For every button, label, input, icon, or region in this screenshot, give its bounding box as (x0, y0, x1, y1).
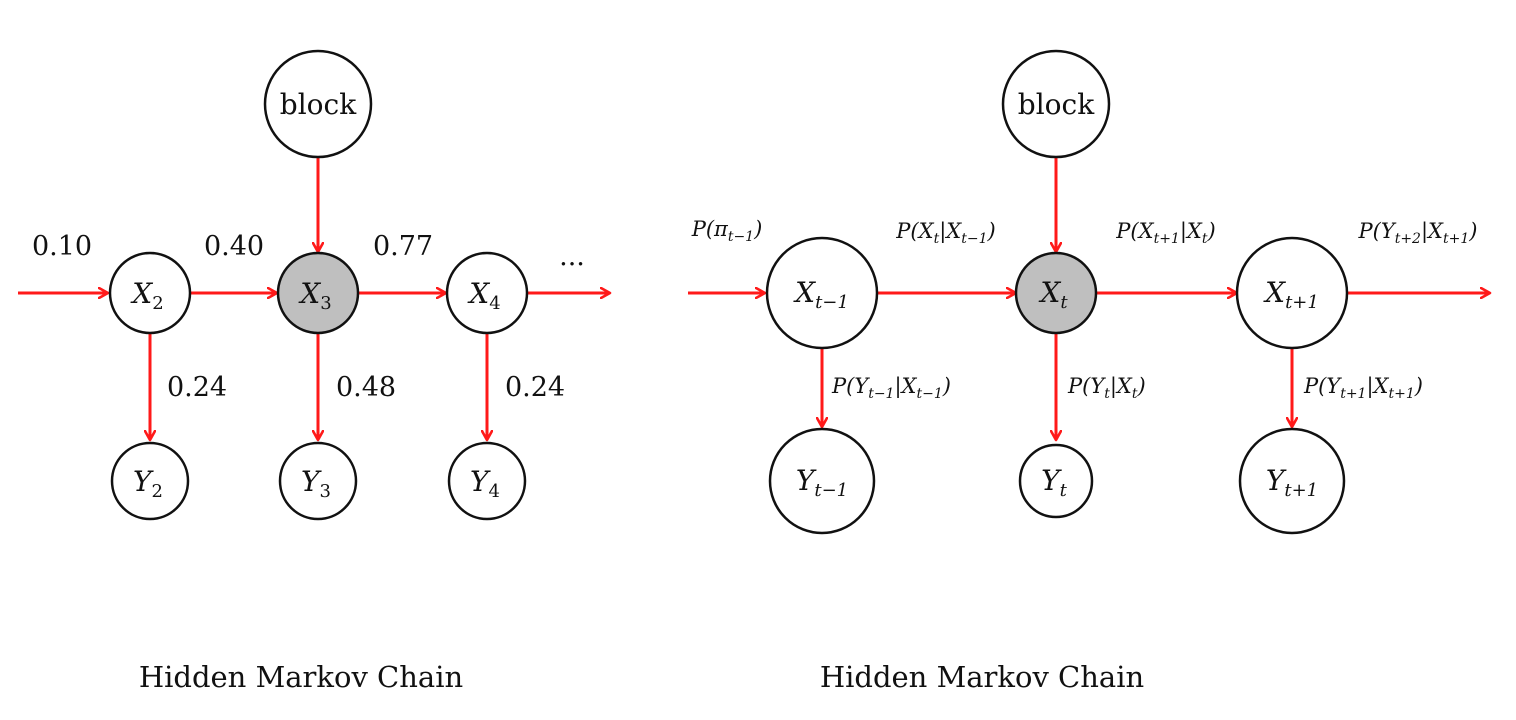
node-xt (1014, 251, 1098, 335)
node-x3-label: X3 (298, 277, 331, 314)
transition-label-3: ... (559, 241, 585, 272)
node-x2 (108, 251, 192, 335)
left-diagram: block X2 X3 X4 Y2 Y3 Y4 0.10 0.40 0.77 .… (18, 49, 610, 694)
node-y2 (110, 441, 190, 521)
node-y2-label: Y2 (133, 465, 163, 502)
node-yt-label: Yt (1041, 464, 1067, 501)
node-y3-label: Y3 (301, 465, 331, 502)
node-x4-label: X4 (467, 277, 500, 314)
node-y4 (447, 441, 527, 521)
right-caption: Hidden Markov Chain (820, 660, 1144, 694)
prob-label-x-given-xm1: P(Xt|Xt−1) (895, 219, 995, 247)
node-yt (1018, 443, 1094, 519)
node-block-right (1001, 49, 1111, 159)
left-caption: Hidden Markov Chain (139, 660, 463, 694)
prob-label-yp2-given-xp1: P(Yt+2|Xt+1) (1358, 219, 1478, 247)
node-x3 (276, 251, 360, 335)
node-xt-label: Xt (1038, 276, 1068, 313)
node-block (263, 49, 373, 159)
node-block-label: block (280, 88, 357, 121)
node-ytp1 (1238, 427, 1346, 535)
prob-label-y-given-x: P(Yt|Xt) (1067, 374, 1146, 402)
node-ytp1-label: Yt+1 (1266, 464, 1318, 501)
transition-label-1: 0.40 (204, 231, 264, 262)
prob-label-pi: P(πt−1) (691, 217, 763, 245)
node-y3 (278, 441, 358, 521)
emission-label-0: 0.24 (167, 372, 227, 403)
emission-label-1: 0.48 (336, 372, 396, 403)
transition-label-0: 0.10 (32, 231, 92, 262)
transition-label-2: 0.77 (373, 231, 433, 262)
node-xtp1 (1235, 236, 1349, 350)
node-block-right-label: block (1018, 88, 1095, 121)
node-ytm1-label: Yt−1 (796, 464, 848, 501)
right-diagram: block Xt−1 Xt Xt+1 Yt−1 Yt Yt+1 P(πt−1) … (688, 49, 1490, 694)
node-x2-label: X2 (130, 277, 163, 314)
node-ytm1 (768, 427, 876, 535)
node-xtm1-label: Xt−1 (793, 276, 849, 313)
prob-label-ym1-given-xm1: P(Yt−1|Xt−1) (831, 374, 951, 402)
node-y4-label: Y4 (470, 465, 500, 502)
node-xtm1 (765, 236, 879, 350)
node-x4 (445, 251, 529, 335)
node-xtp1-label: Xt+1 (1263, 276, 1319, 313)
prob-label-xp1-given-x: P(Xt+1|Xt) (1115, 219, 1215, 247)
emission-label-2: 0.24 (505, 372, 565, 403)
prob-label-yp1-given-xp1: P(Yt+1|Xt+1) (1303, 374, 1423, 402)
